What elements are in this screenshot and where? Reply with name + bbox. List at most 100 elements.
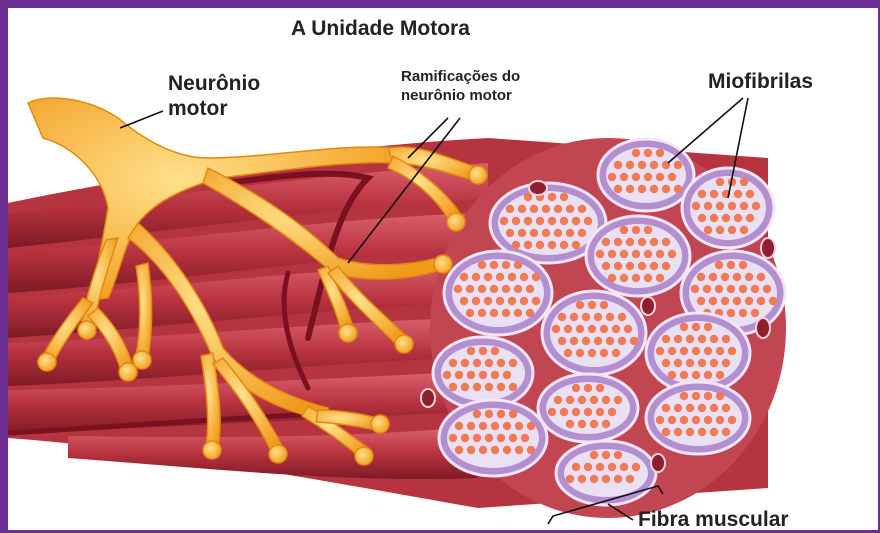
- myofibril: [443, 371, 451, 379]
- myofibril: [521, 434, 529, 442]
- myofibril: [614, 451, 622, 459]
- myofibril: [518, 229, 526, 237]
- capillary: [641, 297, 655, 315]
- myofibril: [532, 273, 540, 281]
- myofibril: [638, 161, 646, 169]
- myofibril: [662, 428, 670, 436]
- myofibril: [514, 285, 522, 293]
- myofibril: [514, 261, 522, 269]
- myofibril: [536, 217, 544, 225]
- myofibril: [733, 273, 741, 281]
- myofibril: [697, 273, 705, 281]
- myofibril: [715, 285, 723, 293]
- myofibril: [686, 359, 694, 367]
- myofibril: [698, 404, 706, 412]
- myofibril: [590, 475, 598, 483]
- label-branches-line1: Ramificações do: [401, 68, 520, 85]
- myofibril: [638, 185, 646, 193]
- myofibril: [751, 285, 759, 293]
- myofibril: [698, 359, 706, 367]
- myofibril: [656, 250, 664, 258]
- myofibril: [490, 285, 498, 293]
- myofibril: [740, 178, 748, 186]
- neuron-terminal: [395, 335, 413, 353]
- myofibril: [620, 173, 628, 181]
- myofibril: [698, 214, 706, 222]
- myofibril: [644, 149, 652, 157]
- myofibril: [526, 309, 534, 317]
- myofibril: [728, 202, 736, 210]
- myofibril: [716, 178, 724, 186]
- myofibril: [506, 205, 514, 213]
- myofibril: [558, 337, 566, 345]
- myofibril: [526, 285, 534, 293]
- neuron-terminal: [78, 321, 96, 339]
- myofibril: [680, 323, 688, 331]
- myofibril: [508, 297, 516, 305]
- myofibril: [686, 335, 694, 343]
- myofibril: [722, 335, 730, 343]
- myofibril: [500, 217, 508, 225]
- myofibril: [473, 383, 481, 391]
- myofibril: [584, 463, 592, 471]
- myofibril: [710, 404, 718, 412]
- myofibril: [722, 214, 730, 222]
- myofibril: [503, 371, 511, 379]
- myofibril: [668, 416, 676, 424]
- myofibril: [554, 205, 562, 213]
- myofibril: [722, 404, 730, 412]
- myofibril: [680, 371, 688, 379]
- myofibril: [644, 274, 652, 282]
- myofibril: [466, 309, 474, 317]
- myofibril: [656, 149, 664, 157]
- fiber-sarcolemma: [550, 299, 638, 367]
- myofibril: [560, 241, 568, 249]
- myofibril: [584, 408, 592, 416]
- myofibril: [716, 226, 724, 234]
- leader-myofibrils-1: [668, 98, 743, 163]
- myofibril: [455, 446, 463, 454]
- myofibril: [566, 396, 574, 404]
- myofibril: [548, 408, 556, 416]
- myofibril: [630, 337, 638, 345]
- myofibril: [491, 371, 499, 379]
- myofibril: [614, 238, 622, 246]
- myofibril: [578, 229, 586, 237]
- myofibril: [600, 325, 608, 333]
- myofibril: [608, 274, 616, 282]
- myofibril: [578, 205, 586, 213]
- neuron-terminal: [447, 213, 465, 231]
- neuron-terminal: [133, 351, 151, 369]
- myofibril: [612, 349, 620, 357]
- myofibril: [560, 217, 568, 225]
- myofibril: [722, 359, 730, 367]
- myofibril: [614, 396, 622, 404]
- myofibril: [686, 428, 694, 436]
- myofibril: [485, 383, 493, 391]
- myofibril: [632, 274, 640, 282]
- myofibril: [466, 285, 474, 293]
- myofibril: [485, 434, 493, 442]
- myofibril: [704, 392, 712, 400]
- myofibril: [614, 161, 622, 169]
- myofibril: [668, 173, 676, 181]
- myofibril: [566, 420, 574, 428]
- myofibril: [590, 420, 598, 428]
- myofibril: [680, 392, 688, 400]
- myofibril: [509, 434, 517, 442]
- myofibril: [620, 463, 628, 471]
- myofibril: [602, 451, 610, 459]
- myofibril: [608, 408, 616, 416]
- myofibril: [757, 297, 765, 305]
- myofibril: [662, 359, 670, 367]
- label-muscle-fiber: Fibra muscular: [638, 508, 789, 530]
- myofibril: [576, 301, 584, 309]
- myofibril: [614, 262, 622, 270]
- myofibril: [473, 359, 481, 367]
- myofibril: [662, 404, 670, 412]
- myofibril: [578, 396, 586, 404]
- myofibril: [479, 347, 487, 355]
- diagram-canvas: A Unidade Motora Neurônio motor Ramifica…: [8, 8, 878, 530]
- myofibril: [502, 261, 510, 269]
